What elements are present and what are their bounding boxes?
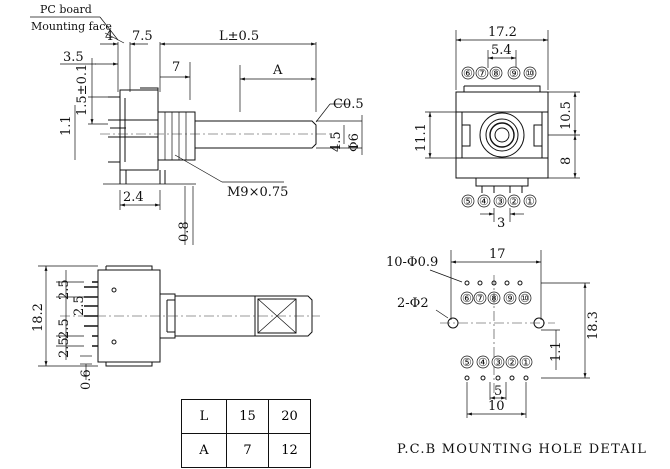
front-pin-6: ⑥ xyxy=(463,67,473,80)
dim-18-2: 18.2 xyxy=(31,303,46,332)
dim-A: A xyxy=(272,63,283,78)
front-view: 17.2 5.4 ⑥ ⑦ ⑧ ⑨ ⑩ xyxy=(414,25,580,231)
table-row: A 7 12 xyxy=(181,433,311,468)
dim-17: 17 xyxy=(489,247,506,262)
pcb-pin-9: ⑨ xyxy=(505,292,515,305)
dim-3: 3 xyxy=(497,216,505,231)
dim-1-1-side: 1.1 xyxy=(59,115,74,136)
dim-4-5: 4.5 xyxy=(329,131,344,152)
dim-2-5-a: 2.5 xyxy=(57,279,72,300)
pcb-pin-10: ⑩ xyxy=(520,292,530,305)
dim-8: 8 xyxy=(559,157,574,165)
front-pin-7: ⑦ xyxy=(477,67,487,80)
pcb-pin-2: ② xyxy=(507,356,517,369)
dim-2-phi: 2-Φ2 xyxy=(397,296,429,311)
dim-M9: M9×0.75 xyxy=(227,185,288,200)
front-pin-9: ⑨ xyxy=(509,67,519,80)
dim-10-5: 10.5 xyxy=(559,101,574,130)
table-row: L 15 20 xyxy=(181,399,311,434)
dim-1-5: 1.5±0.1 xyxy=(75,64,90,116)
pcb-detail-title: P.C.B MOUNTING HOLE DETAIL xyxy=(397,442,648,457)
dim-17-2: 17.2 xyxy=(488,25,517,40)
side-view: PC board Mounting face 4 7.5 L±0.5 3.5 7… xyxy=(30,3,364,245)
front-top-pin-labels: ⑥ ⑦ ⑧ ⑨ ⑩ xyxy=(461,66,537,80)
pcb-detail: 17 10-Φ0.9 ⑥ ⑦ ⑧ ⑨ ⑩ 2-Φ2 xyxy=(386,247,601,418)
dim-2-5-b: 2.5 xyxy=(72,295,87,316)
dim-0-6: 0.6 xyxy=(79,369,94,390)
dim-18-3: 18.3 xyxy=(586,311,601,340)
table-cell: 7 xyxy=(226,433,269,468)
dim-2-4: 2.4 xyxy=(123,190,144,205)
table-cell: L xyxy=(181,399,227,434)
dim-7: 7 xyxy=(172,60,180,75)
table-cell: A xyxy=(181,433,227,468)
table-cell: 12 xyxy=(268,433,311,468)
table-cell: 15 xyxy=(226,399,269,434)
dim-3-5: 3.5 xyxy=(63,50,84,65)
dim-0-8: 0.8 xyxy=(177,221,192,242)
dim-2-5-c: 2.5 xyxy=(57,318,72,339)
table-cell: 20 xyxy=(268,399,311,434)
front-pin-3: ③ xyxy=(495,195,505,208)
dim-10-phi: 10-Φ0.9 xyxy=(386,255,438,270)
dim-7-5: 7.5 xyxy=(132,29,153,44)
dim-1-1-pcb: 1.1 xyxy=(549,341,564,362)
top-view: 18.2 2.5 2.5 2.5 2.5 0.6 xyxy=(31,265,320,390)
pcb-top-pin-labels: ⑥ ⑦ ⑧ ⑨ ⑩ xyxy=(460,291,532,305)
front-pin-2: ② xyxy=(509,195,519,208)
front-bottom-pin-labels: ⑤ ④ ③ ② ① xyxy=(461,194,537,208)
dim-10: 10 xyxy=(488,399,505,414)
dim-2-5-d: 2.5 xyxy=(57,337,72,358)
pcb-pin-7: ⑦ xyxy=(475,292,485,305)
spec-table: L 15 20 A 7 12 xyxy=(181,399,311,468)
pcb-bottom-pin-labels: ⑤ ④ ③ ② ① xyxy=(460,355,533,369)
pc-board-label: PC board xyxy=(40,3,92,16)
pcb-pin-5: ⑤ xyxy=(462,356,472,369)
pcb-pin-1: ① xyxy=(521,356,531,369)
front-pin-4: ④ xyxy=(479,195,489,208)
pcb-pin-6: ⑥ xyxy=(462,292,472,305)
front-pin-5: ⑤ xyxy=(463,195,473,208)
front-pin-1: ① xyxy=(525,195,535,208)
dim-4: 4 xyxy=(105,29,113,44)
front-pin-8: ⑧ xyxy=(491,67,501,80)
dim-L: L±0.5 xyxy=(219,29,259,44)
front-pin-10: ⑩ xyxy=(525,67,535,80)
pcb-pin-3: ③ xyxy=(493,356,503,369)
dim-5-4: 5.4 xyxy=(491,43,512,58)
dim-C0-5: C0.5 xyxy=(333,97,364,112)
dim-phi6: Φ6 xyxy=(347,133,362,152)
pcb-pin-4: ④ xyxy=(478,356,488,369)
dim-11-1: 11.1 xyxy=(414,123,429,152)
mounting-face-label: Mounting face xyxy=(31,20,112,33)
dim-5: 5 xyxy=(494,384,502,399)
